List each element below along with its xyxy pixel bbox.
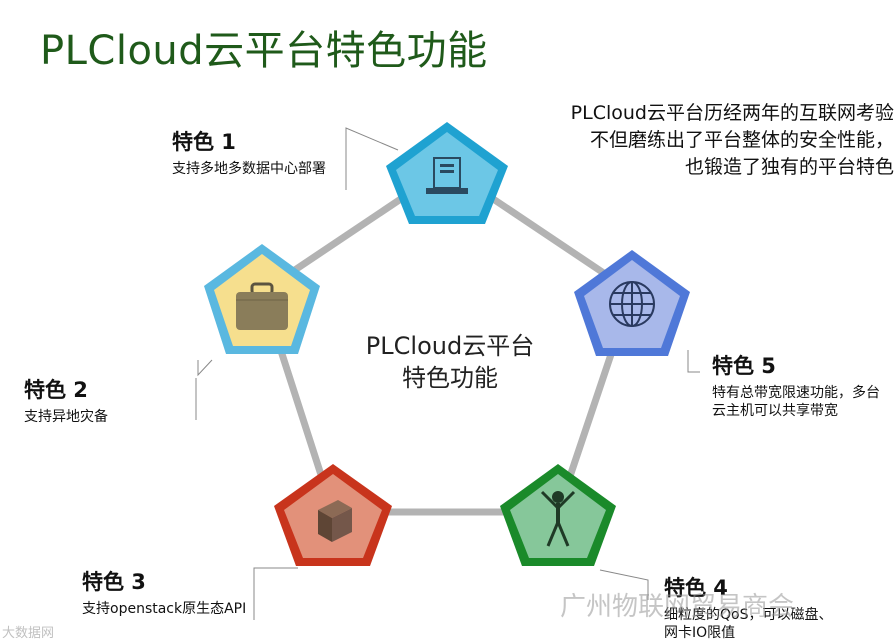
page-title: PLCloud云平台特色功能 — [40, 28, 488, 74]
callout-lines — [195, 127, 700, 620]
feature-3-callout: 特色 3 支持openstack原生态API — [82, 566, 252, 618]
intro-line-2: 不但磨练出了平台整体的安全性能， — [589, 129, 894, 151]
feature-4-pentagon — [500, 464, 616, 566]
briefcase-icon — [236, 282, 288, 330]
feature-3-pentagon — [274, 464, 392, 566]
intro-line-3: 也锻造了独有的平台特色 — [684, 156, 894, 178]
feature-2-callout: 特色 2 支持异地灾备 — [24, 374, 194, 426]
feature-4-callout: 特色 4 细粒度的QoS，可以磁盘、网卡IO限值 — [664, 572, 834, 642]
cube-icon — [318, 500, 352, 542]
intro-line-1: PLCloud云平台历经两年的互联网考验 — [570, 102, 894, 124]
feature-1-title: 特色 1 — [172, 130, 236, 154]
person-icon — [540, 490, 576, 547]
feature-2-pentagon — [204, 244, 320, 354]
feature-4-title: 特色 4 — [664, 576, 728, 600]
site-watermark: 大数据网 — [2, 626, 55, 641]
feature-1-pentagon — [386, 122, 508, 224]
feature-3-desc: 支持openstack原生态API — [82, 601, 247, 617]
center-label: PLCloud云平台 特色功能 — [330, 330, 570, 394]
feature-2-title: 特色 2 — [24, 378, 88, 402]
feature-2-desc: 支持异地灾备 — [24, 409, 108, 425]
feature-5-desc: 特有总带宽限速功能，多台云主机可以共享带宽 — [712, 385, 880, 419]
intro-text: PLCloud云平台历经两年的互联网考验 不但磨练出了平台整体的安全性能， 也锻… — [514, 100, 894, 181]
feature-1-desc: 支持多地多数据中心部署 — [172, 161, 326, 177]
feature-5-title: 特色 5 — [712, 354, 776, 378]
center-line-1: PLCloud云平台 — [365, 332, 535, 360]
server-icon — [426, 157, 468, 194]
globe-icon — [609, 281, 655, 327]
feature-5-pentagon — [574, 250, 690, 356]
feature-4-desc: 细粒度的QoS，可以磁盘、网卡IO限值 — [664, 607, 833, 641]
feature-3-title: 特色 3 — [82, 570, 146, 594]
feature-5-callout: 特色 5 特有总带宽限速功能，多台云主机可以共享带宽 — [712, 350, 892, 420]
center-line-2: 特色功能 — [402, 364, 498, 392]
wechat-watermark: 广州物联网贸易商会 — [560, 592, 795, 622]
feature-1-callout: 特色 1 支持多地多数据中心部署 — [172, 126, 332, 178]
